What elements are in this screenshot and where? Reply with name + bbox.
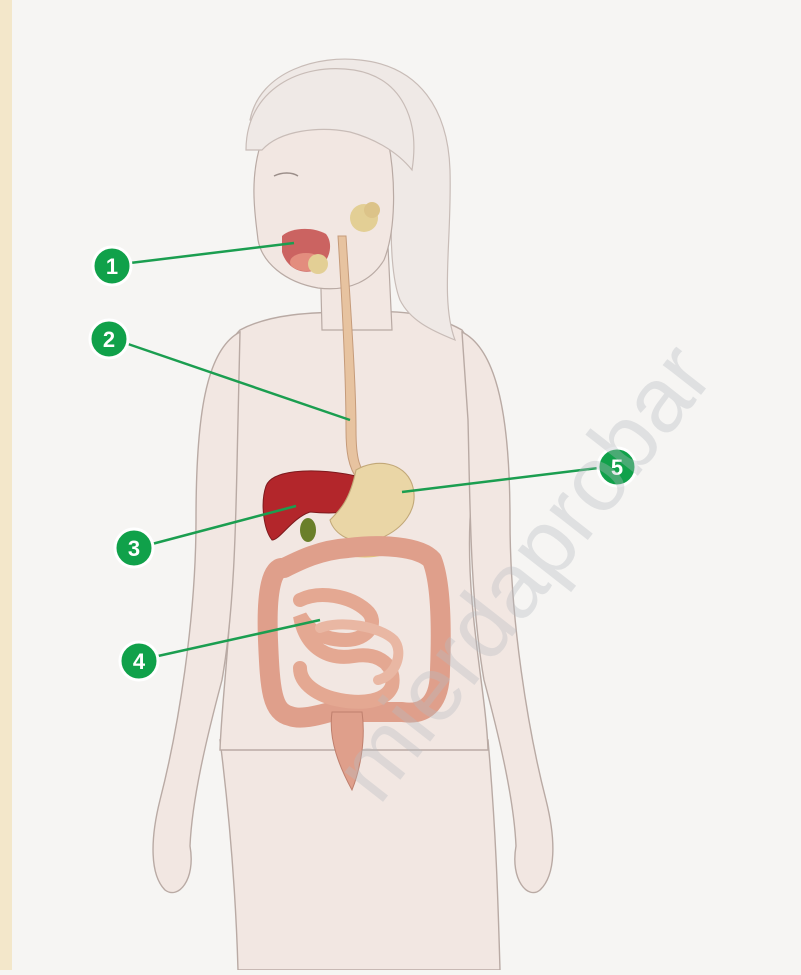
label-text-4: 4 (133, 649, 146, 674)
label-text-3: 3 (128, 536, 140, 561)
page-edge (0, 0, 12, 970)
label-badge-3: 3 (115, 529, 153, 567)
label-badge-4: 4 (120, 642, 158, 680)
label-badge-1: 1 (93, 247, 131, 285)
label-text-1: 1 (106, 254, 118, 279)
label-badge-2: 2 (90, 320, 128, 358)
label-text-2: 2 (103, 327, 115, 352)
